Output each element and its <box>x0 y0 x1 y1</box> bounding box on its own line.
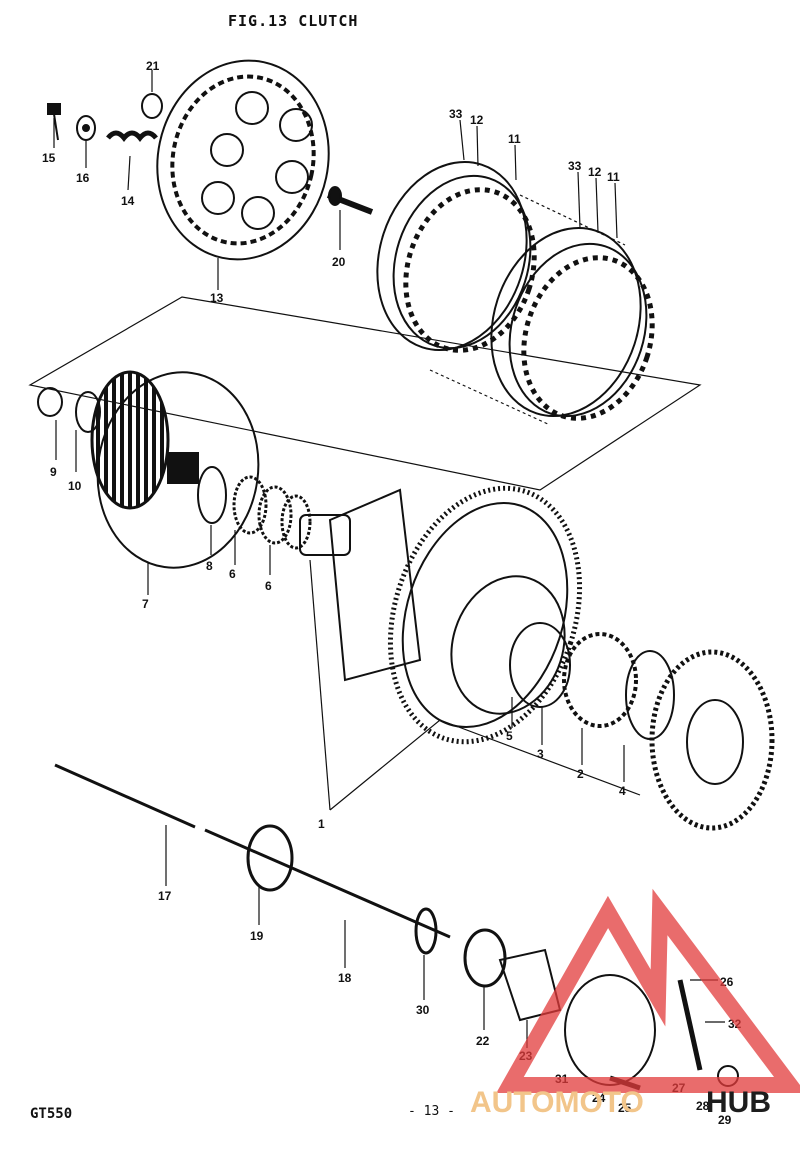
clutch-sleeve-hub <box>37 370 260 569</box>
needle-bearings <box>232 475 312 550</box>
model-code: GT550 <box>30 1106 73 1122</box>
callout-4: 4 <box>619 784 626 798</box>
automotohub-watermark: AUTOMOTO HUB <box>470 888 800 1119</box>
callout-29: 29 <box>718 1113 732 1127</box>
callout-25: 25 <box>618 1101 632 1115</box>
callout-8: 8 <box>206 559 213 573</box>
screw-washer-spring <box>47 93 374 215</box>
callout-33-right: 33 <box>568 159 582 173</box>
callout-21: 21 <box>146 59 160 73</box>
callout-10: 10 <box>68 479 82 493</box>
callout-33-left: 33 <box>449 107 463 121</box>
callout-15: 15 <box>42 151 56 165</box>
callout-22: 22 <box>476 1034 490 1048</box>
callout-6b: 6 <box>265 579 272 593</box>
callout-20: 20 <box>332 255 346 269</box>
watermark-triangle-logo <box>496 888 800 1093</box>
callout-19: 19 <box>250 929 264 943</box>
callout-16: 16 <box>76 171 90 185</box>
callout-14: 14 <box>121 194 135 208</box>
callout-labels: 21 15 16 14 13 20 33 12 11 33 12 11 9 10… <box>42 59 742 1127</box>
callout-17: 17 <box>158 889 172 903</box>
callout-11-right: 11 <box>607 170 620 184</box>
callout-3: 3 <box>537 747 544 761</box>
callout-28: 28 <box>696 1099 710 1113</box>
callout-1: 1 <box>318 817 325 831</box>
callout-30: 30 <box>416 1003 430 1017</box>
callout-7: 7 <box>142 597 149 611</box>
push-rods <box>54 763 507 988</box>
callout-6a: 6 <box>229 567 236 581</box>
callout-2: 2 <box>577 767 584 781</box>
watermark-text-hub: HUB <box>706 1086 771 1119</box>
clutch-plates-right <box>490 227 655 421</box>
callout-12-right: 12 <box>588 165 602 179</box>
pressure-plate <box>156 59 330 261</box>
callout-11-left: 11 <box>508 132 521 146</box>
oil-pump-drive-gear <box>649 649 775 831</box>
callout-12-left: 12 <box>470 113 484 127</box>
leader-lines <box>53 70 725 1048</box>
primary-driven-gear-housing <box>299 485 583 745</box>
figure-title: FIG.13 CLUTCH <box>228 12 359 30</box>
callout-24: 24 <box>592 1091 606 1105</box>
plate-alignment-lines <box>429 194 626 426</box>
bearing-and-circlips <box>509 622 675 740</box>
callout-9: 9 <box>50 465 57 479</box>
callout-5: 5 <box>506 729 513 743</box>
watermark-text-automoto: AUTOMOTO <box>470 1086 644 1119</box>
callout-13: 13 <box>210 291 224 305</box>
page-number: - 13 - <box>408 1104 455 1119</box>
callout-18: 18 <box>338 971 352 985</box>
clutch-plates-left <box>376 161 537 353</box>
